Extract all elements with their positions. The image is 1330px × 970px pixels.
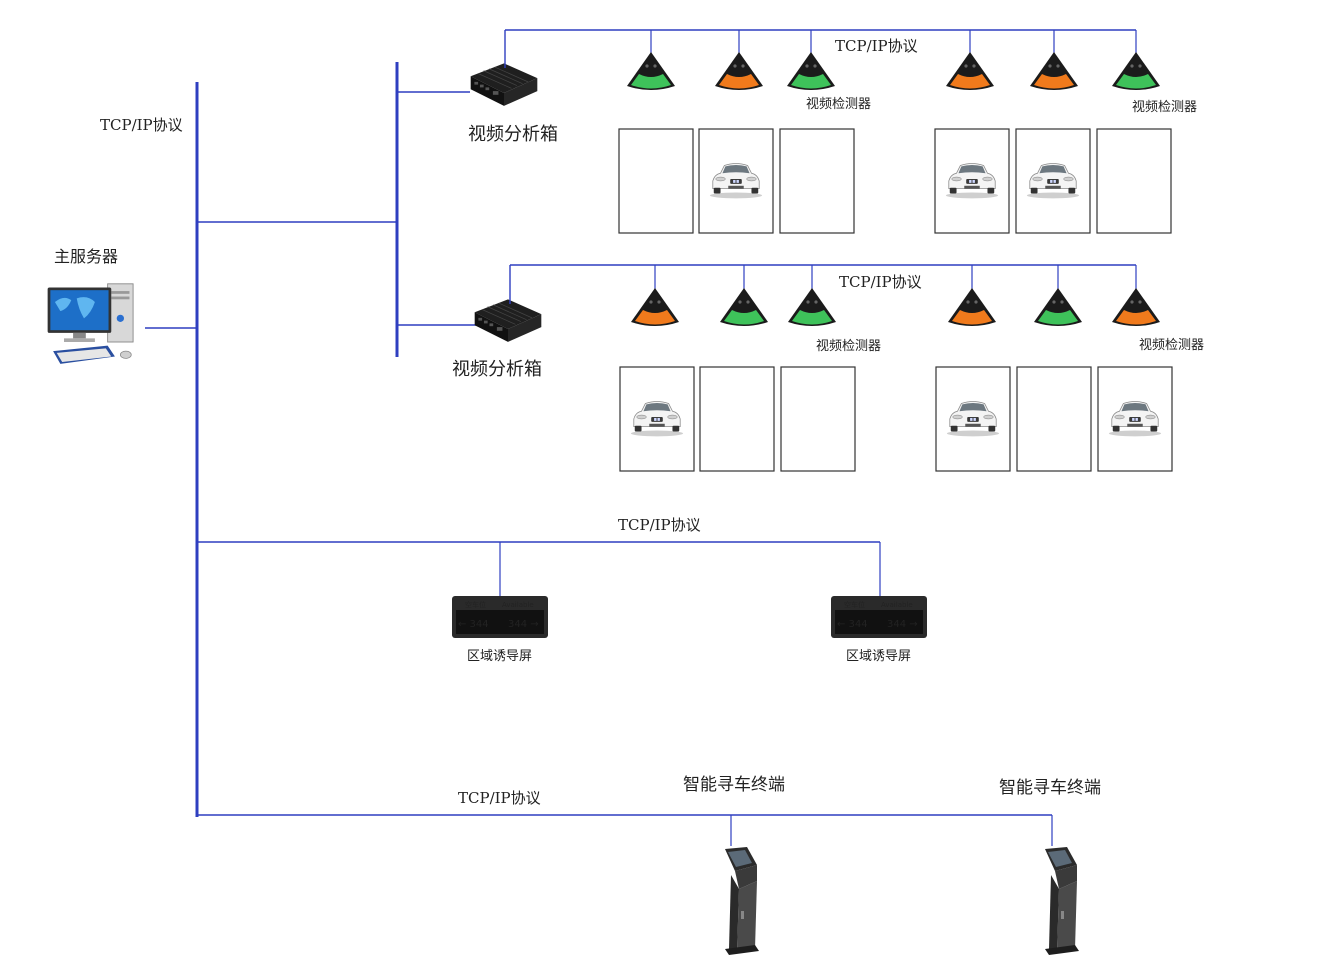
detector-lens bbox=[974, 300, 978, 304]
video-detector-icon bbox=[787, 52, 835, 90]
detector-lens bbox=[1130, 64, 1134, 68]
protocol-label-guide: TCP/IP协议 bbox=[618, 516, 701, 534]
detector-label: 视频检测器 bbox=[1132, 100, 1197, 115]
detector-lens bbox=[653, 64, 657, 68]
guide-left-value: ← 344 bbox=[837, 619, 868, 630]
detector-light bbox=[1116, 74, 1156, 89]
smart-car-finder-kiosk-icon bbox=[1045, 847, 1079, 955]
guide-right-value: 344 → bbox=[887, 619, 918, 630]
detector-light bbox=[1038, 310, 1078, 325]
guide-top-left: 空车位 bbox=[465, 600, 486, 609]
detector-lens bbox=[1130, 300, 1134, 304]
guide-screen: 空车位 Available ← 344 344 → bbox=[452, 596, 548, 638]
video-detector-icon bbox=[788, 288, 836, 326]
smart-car-finder-kiosk-icon bbox=[725, 847, 759, 955]
detector-light bbox=[792, 310, 832, 325]
detector-light bbox=[724, 310, 764, 325]
detector-lens bbox=[1060, 300, 1064, 304]
detector-lens bbox=[1048, 64, 1052, 68]
guide-screen-display bbox=[835, 610, 923, 634]
guide-screen-display bbox=[456, 610, 544, 634]
protocol-label-detectors: TCP/IP协议 bbox=[835, 37, 918, 55]
detector-lens bbox=[741, 64, 745, 68]
guide-label: 区域诱导屏 bbox=[467, 649, 532, 664]
detector-lens bbox=[1138, 64, 1142, 68]
detector-light bbox=[952, 310, 992, 325]
analyzer-label: 视频分析箱 bbox=[452, 359, 542, 380]
detector-lens bbox=[1056, 64, 1060, 68]
detector-lens bbox=[805, 64, 809, 68]
detector-light bbox=[631, 74, 671, 89]
video-detector-icon bbox=[1034, 288, 1082, 326]
detector-light bbox=[1034, 74, 1074, 89]
detector-lens bbox=[964, 64, 968, 68]
guide-screen: 空车位 Available ← 344 344 → bbox=[831, 596, 927, 638]
video-detector-icon bbox=[720, 288, 768, 326]
detector-light bbox=[719, 74, 759, 89]
video-detector-icon bbox=[631, 288, 679, 326]
guide-left-value: ← 344 bbox=[458, 619, 489, 630]
video-detector-icon bbox=[1112, 52, 1160, 90]
detector-light bbox=[1116, 310, 1156, 325]
detector-label: 视频检测器 bbox=[806, 97, 871, 112]
detector-lens bbox=[966, 300, 970, 304]
video-detector-icon bbox=[948, 288, 996, 326]
detector-light bbox=[791, 74, 831, 89]
server-label: 主服务器 bbox=[54, 247, 118, 266]
detector-lens bbox=[733, 64, 737, 68]
video-detector-icon bbox=[1030, 52, 1078, 90]
video-detector-icon bbox=[715, 52, 763, 90]
parking-space bbox=[1016, 366, 1092, 472]
detector-lens bbox=[813, 64, 817, 68]
detector-lens bbox=[814, 300, 818, 304]
detector-label: 视频检测器 bbox=[816, 339, 881, 354]
detector-lens bbox=[806, 300, 810, 304]
detector-lens bbox=[1138, 300, 1142, 304]
detector-light bbox=[950, 74, 990, 89]
guide-top-right: Available bbox=[881, 601, 913, 609]
detector-label: 视频检测器 bbox=[1139, 338, 1204, 353]
analyzer-label: 视频分析箱 bbox=[468, 124, 558, 145]
parking-space bbox=[699, 366, 775, 472]
detector-lens bbox=[746, 300, 750, 304]
guide-right-value: 344 → bbox=[508, 619, 539, 630]
detector-lens bbox=[649, 300, 653, 304]
parking-space bbox=[619, 366, 695, 472]
server-computer-icon bbox=[47, 283, 134, 365]
terminal-label: 智能寻车终端 bbox=[683, 775, 785, 795]
video-detector-icon bbox=[1112, 288, 1160, 326]
parking-space bbox=[780, 366, 856, 472]
detector-lens bbox=[657, 300, 661, 304]
detector-lens bbox=[972, 64, 976, 68]
parking-space bbox=[618, 128, 694, 234]
protocol-label-detectors: TCP/IP协议 bbox=[839, 273, 922, 291]
protocol-label-main: TCP/IP协议 bbox=[100, 116, 183, 134]
detector-lens bbox=[738, 300, 742, 304]
video-analyzer-box-icon bbox=[474, 298, 542, 343]
detector-lens bbox=[1052, 300, 1056, 304]
parking-space bbox=[1096, 128, 1172, 234]
protocol-label-terminal: TCP/IP协议 bbox=[458, 789, 541, 807]
parking-space bbox=[779, 128, 855, 234]
guide-top-left: 空车位 bbox=[844, 600, 865, 609]
video-detector-icon bbox=[946, 52, 994, 90]
guide-top-right: Available bbox=[502, 601, 534, 609]
video-analyzer-box-icon bbox=[470, 62, 538, 107]
detector-lens bbox=[645, 64, 649, 68]
terminal-label: 智能寻车终端 bbox=[999, 778, 1101, 798]
video-detector-icon bbox=[627, 52, 675, 90]
detector-light bbox=[635, 310, 675, 325]
guide-label: 区域诱导屏 bbox=[846, 649, 911, 664]
